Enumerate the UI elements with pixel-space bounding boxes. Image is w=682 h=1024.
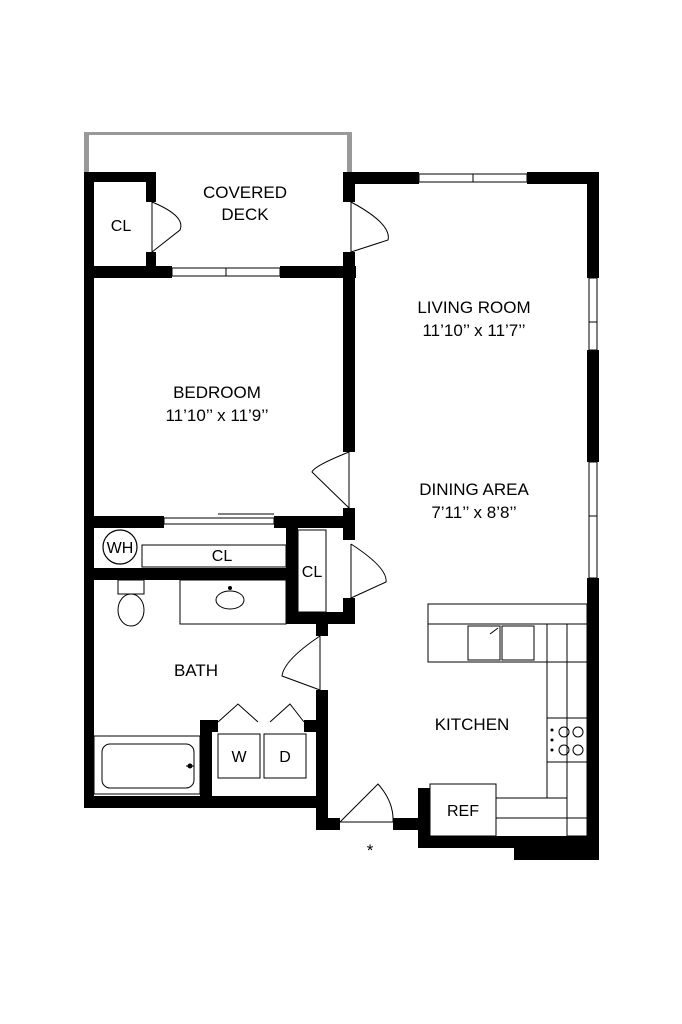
doors [151, 201, 394, 823]
deck-closet-label: CL [111, 218, 132, 235]
dryer-label: D [279, 749, 291, 766]
bathtub-icon [93, 735, 201, 795]
living-room-label: LIVING ROOM [417, 298, 530, 317]
entry-marker: * [367, 841, 374, 860]
kitchen-sink-icon [467, 625, 501, 661]
refrigerator-icon [429, 783, 497, 837]
washer-icon [217, 733, 261, 779]
dryer-icon [263, 733, 307, 779]
walls [84, 172, 599, 860]
dining-area-label: DINING AREA [419, 480, 529, 499]
water-heater-label: WH [107, 540, 134, 557]
covered-deck-label-2: DECK [221, 205, 269, 224]
bedroom-dims: 11’10’’ x 11’9’’ [165, 406, 268, 425]
living-room-dims: 11’10’’ x 11’7’’ [422, 321, 525, 340]
refrigerator-label: REF [447, 803, 479, 820]
deck-railing [84, 132, 352, 174]
water-heater-icon [102, 529, 138, 565]
stove-icon [546, 717, 588, 763]
washer-label: W [231, 749, 247, 766]
bedroom-label: BEDROOM [173, 383, 261, 402]
fixtures [93, 529, 588, 837]
bath-label: BATH [174, 661, 218, 680]
labels: COVERED DECK CL LIVING ROOM 11’10’’ x 11… [107, 183, 531, 860]
covered-deck-label-1: COVERED [203, 183, 287, 202]
windows [171, 173, 598, 579]
hall-closet-label: CL [302, 564, 323, 581]
kitchen-label: KITCHEN [435, 715, 510, 734]
toilet-icon [117, 579, 145, 595]
bedroom-closet-label: CL [212, 548, 233, 565]
dining-area-dims: 7’11’’ x 8’8’’ [431, 503, 516, 522]
sink-icon [215, 590, 245, 610]
